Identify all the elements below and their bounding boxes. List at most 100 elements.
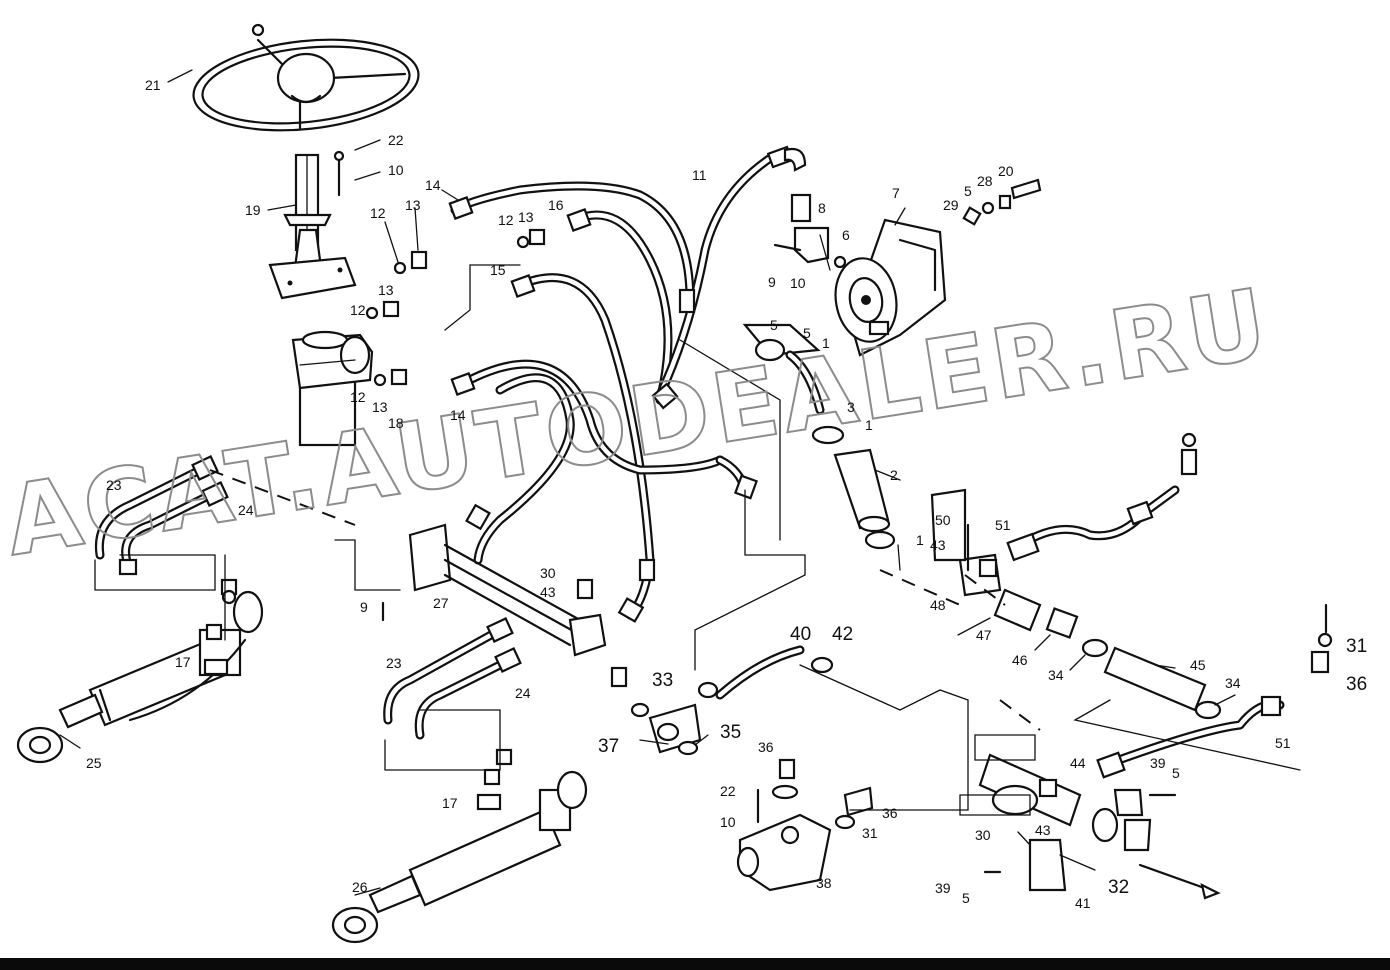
callout-14: 14 — [450, 407, 466, 423]
callout-25: 25 — [86, 755, 102, 771]
callout-13: 13 — [378, 282, 394, 298]
callout-43: 43 — [1035, 822, 1051, 838]
callout-30: 30 — [975, 827, 991, 843]
callout-47: 47 — [976, 627, 992, 643]
callout-5: 5 — [770, 317, 778, 333]
hoses-23-24-upper — [94, 455, 229, 576]
hose-40-assembly — [610, 645, 834, 756]
callout-42: 42 — [832, 624, 853, 645]
callout-17: 17 — [175, 654, 191, 670]
fittings-cluster-left — [365, 228, 546, 387]
callout-45: 45 — [1190, 657, 1206, 673]
callout-14: 14 — [425, 177, 441, 193]
callout-43: 43 — [930, 537, 946, 553]
callout-13: 13 — [518, 209, 534, 225]
callout-41: 41 — [1075, 895, 1091, 911]
callout-22: 22 — [720, 783, 736, 799]
callout-27: 27 — [433, 595, 449, 611]
callout-36: 36 — [758, 739, 774, 755]
lower-right-assembly — [978, 753, 1221, 900]
callout-3: 3 — [847, 399, 855, 415]
callout-26: 26 — [352, 879, 368, 895]
part-callouts: 21 22 10 19 14 13 12 13 12 12 13 16 15 1… — [86, 77, 1367, 911]
hydraulic-pump — [834, 218, 947, 357]
callout-35: 35 — [720, 722, 741, 743]
bottom-edge-bar — [0, 958, 1390, 970]
callout-12: 12 — [350, 389, 366, 405]
callout-46: 46 — [1012, 652, 1028, 668]
callout-50: 50 — [935, 512, 951, 528]
pump-fittings-8-9-10-6 — [773, 193, 847, 269]
bolt-22-10-column — [333, 150, 345, 197]
callout-23: 23 — [106, 477, 122, 493]
callout-43: 43 — [540, 584, 556, 600]
callout-15: 15 — [490, 262, 506, 278]
callout-36: 36 — [1346, 674, 1367, 695]
hoses-23-24-lower — [383, 617, 522, 740]
callout-28: 28 — [977, 173, 993, 189]
callout-1: 1 — [822, 335, 830, 351]
callout-23: 23 — [386, 655, 402, 671]
callout-12: 12 — [350, 302, 366, 318]
callout-6: 6 — [842, 227, 850, 243]
callout-2: 2 — [890, 467, 898, 483]
callout-24: 24 — [515, 685, 531, 701]
callout-19: 19 — [245, 202, 261, 218]
steering-column — [268, 153, 357, 300]
callout-10: 10 — [720, 814, 736, 830]
callout-30: 30 — [540, 565, 556, 581]
callout-16: 16 — [548, 197, 564, 213]
callout-13: 13 — [405, 197, 421, 213]
distributor-bar-27 — [381, 523, 607, 657]
steering-cylinder-lower — [331, 748, 588, 944]
steering-cylinder-upper — [16, 590, 264, 764]
callout-18: 18 — [388, 415, 404, 431]
callout-37: 37 — [598, 736, 619, 757]
callout-39: 39 — [935, 880, 951, 896]
callout-36: 36 — [882, 805, 898, 821]
callout-12: 12 — [370, 205, 386, 221]
connection-lines — [94, 264, 1301, 816]
callout-38: 38 — [816, 875, 832, 891]
callout-31: 31 — [1346, 636, 1367, 657]
callout-24: 24 — [238, 502, 254, 518]
callout-7: 7 — [892, 185, 900, 201]
callout-5: 5 — [964, 183, 972, 199]
callout-31: 31 — [862, 825, 878, 841]
callout-1: 1 — [865, 417, 873, 433]
callout-9: 9 — [360, 599, 368, 615]
callout-11: 11 — [692, 167, 707, 183]
callout-40: 40 — [790, 624, 811, 645]
hose-end-fittings — [448, 145, 807, 623]
hose-51-lower — [1096, 603, 1333, 779]
callout-5: 5 — [803, 325, 811, 341]
callout-10: 10 — [790, 275, 806, 291]
tee-fitting-38 — [736, 758, 874, 892]
callout-34: 34 — [1225, 675, 1241, 691]
callout-34: 34 — [1048, 667, 1064, 683]
callout-5: 5 — [962, 890, 970, 906]
callout-13: 13 — [372, 399, 388, 415]
callout-51: 51 — [1275, 735, 1291, 751]
valve-block-48 — [930, 488, 1002, 597]
callout-51: 51 — [995, 517, 1011, 533]
hose-51-upper — [1006, 432, 1198, 562]
callout-8: 8 — [818, 200, 826, 216]
callout-29: 29 — [943, 197, 959, 213]
callout-32: 32 — [1108, 877, 1129, 898]
steering-wheel — [192, 23, 420, 132]
callout-48: 48 — [930, 597, 946, 613]
callout-21: 21 — [145, 77, 161, 93]
callout-33: 33 — [652, 670, 673, 691]
filter-47-46-45 — [993, 588, 1222, 720]
callout-5: 5 — [1172, 765, 1180, 781]
bolts-29-5-28-20 — [962, 178, 1042, 226]
callout-22: 22 — [388, 132, 404, 148]
callout-10: 10 — [388, 162, 404, 178]
callout-39: 39 — [1150, 755, 1166, 771]
callout-44: 44 — [1070, 755, 1086, 771]
callout-1: 1 — [916, 532, 924, 548]
callout-17: 17 — [442, 795, 458, 811]
callout-9: 9 — [768, 274, 776, 290]
